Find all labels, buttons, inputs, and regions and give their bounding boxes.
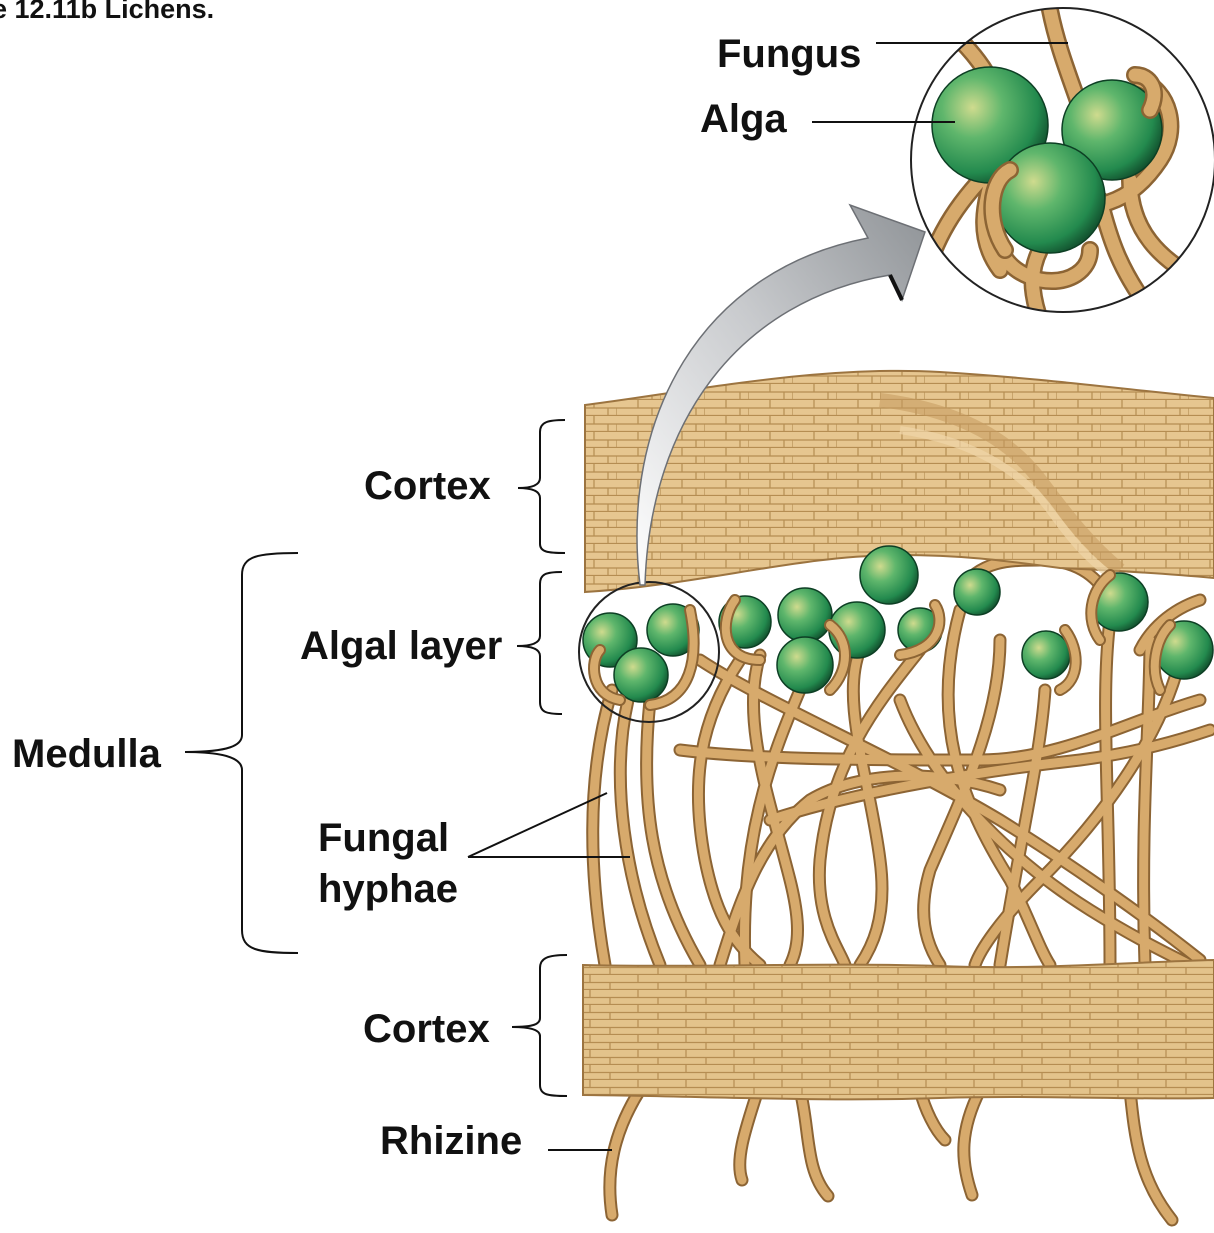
rhizine-strands <box>610 1090 1172 1220</box>
rhizine-label: Rhizine <box>380 1121 522 1161</box>
fungus-label: Fungus <box>717 34 861 74</box>
medulla-bracket <box>185 553 298 953</box>
cortex-upper-label: Cortex <box>364 466 491 506</box>
fungal-hyphae-label-line1: Fungal <box>318 818 449 858</box>
fungal-hyphae-label-line2: hyphae <box>318 869 458 909</box>
cortex-upper-bracket <box>518 420 565 553</box>
lower-cortex <box>583 960 1214 1099</box>
algal-layer-bracket <box>517 572 562 714</box>
brackets <box>185 420 567 1096</box>
enlarged-inset <box>911 8 1214 320</box>
alga-label: Alga <box>700 99 787 139</box>
cortex-lower-bracket <box>512 955 567 1096</box>
medulla-label: Medulla <box>12 734 161 774</box>
algal-layer-label: Algal layer <box>300 626 502 666</box>
cortex-lower-label: Cortex <box>363 1009 490 1049</box>
